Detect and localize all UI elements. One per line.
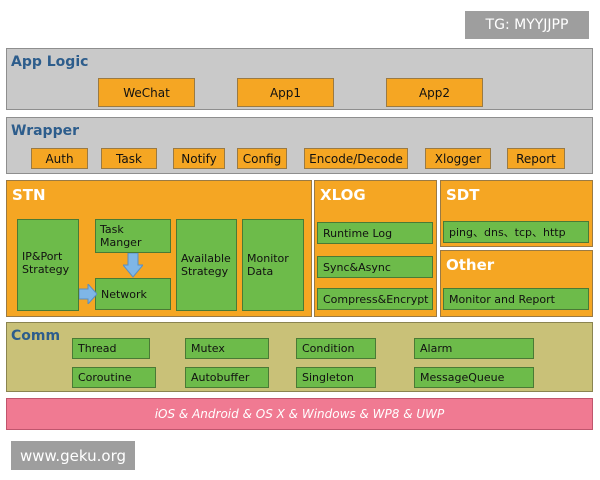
app1-box: App1 (237, 78, 334, 107)
compress-encrypt-box: Compress&Encrypt (317, 288, 433, 310)
alarm-box: Alarm (414, 338, 534, 359)
stn-title: STN (12, 186, 46, 204)
wrapper-layer: Wrapper Auth Task Notify Config Encode/D… (6, 117, 593, 174)
stn-panel: STN IP&Port Strategy Task Manger Network… (6, 180, 312, 317)
config-box: Config (237, 148, 287, 169)
xlogger-box: Xlogger (425, 148, 491, 169)
task-box: Task (101, 148, 157, 169)
comm-layer: Comm Thread Mutex Condition Alarm Corout… (6, 322, 593, 392)
ping-dns-tcp-http-box: ping、dns、tcp、http (443, 221, 589, 243)
wechat-box: WeChat (98, 78, 195, 107)
sync-async-box: Sync&Async (317, 256, 433, 278)
sdt-title: SDT (446, 186, 480, 204)
xlog-panel: XLOG Runtime Log Sync&Async Compress&Enc… (314, 180, 437, 317)
wrapper-title: Wrapper (11, 123, 79, 139)
report-box: Report (507, 148, 565, 169)
monitor-data-box: Monitor Data (242, 219, 304, 311)
encode-decode-box: Encode/Decode (304, 148, 408, 169)
platform-text: iOS & Android & OS X & Windows & WP8 & U… (154, 407, 445, 421)
monitor-and-report-box: Monitor and Report (443, 288, 589, 310)
sdt-panel: SDT ping、dns、tcp、http (440, 180, 593, 247)
singleton-box: Singleton (296, 367, 376, 388)
autobuffer-box: Autobuffer (185, 367, 269, 388)
auth-box: Auth (31, 148, 88, 169)
network-box: Network (95, 278, 171, 310)
mutex-box: Mutex (185, 338, 269, 359)
thread-box: Thread (72, 338, 150, 359)
coroutine-box: Coroutine (72, 367, 156, 388)
notify-box: Notify (173, 148, 225, 169)
watermark-top: TG: MYYJJPP (465, 11, 589, 39)
message-queue-box: MessageQueue (414, 367, 534, 388)
xlog-title: XLOG (320, 186, 366, 204)
other-title: Other (446, 256, 495, 274)
watermark-bottom: www.geku.org (11, 441, 135, 470)
app-logic-title: App Logic (11, 54, 89, 70)
right-arrow-icon (79, 284, 97, 304)
app2-box: App2 (386, 78, 483, 107)
comm-title: Comm (11, 328, 61, 344)
condition-box: Condition (296, 338, 376, 359)
available-strategy-box: Available Strategy (176, 219, 237, 311)
down-arrow-icon (123, 253, 143, 278)
other-panel: Other Monitor and Report (440, 250, 593, 317)
runtime-log-box: Runtime Log (317, 222, 433, 244)
platform-layer: iOS & Android & OS X & Windows & WP8 & U… (6, 398, 593, 430)
app-logic-layer: App Logic WeChat App1 App2 (6, 48, 593, 110)
ip-port-strategy-box: IP&Port Strategy (17, 219, 79, 311)
task-manger-box: Task Manger (95, 219, 171, 253)
